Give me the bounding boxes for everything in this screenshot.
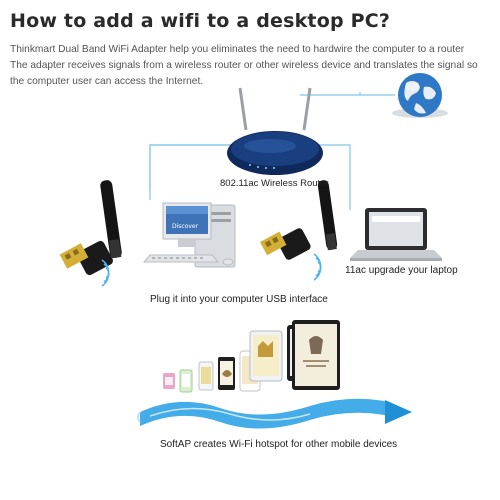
mobile-devices-icon bbox=[163, 320, 340, 393]
description-line-1: Thinkmart Dual Band WiFi Adapter help yo… bbox=[10, 44, 465, 55]
laptop-caption: 11ac upgrade your laptop bbox=[345, 265, 458, 276]
phone-dark-icon bbox=[218, 357, 235, 390]
router-caption: 802.11ac Wireless Router bbox=[220, 178, 329, 189]
smartwatch-icon bbox=[163, 373, 175, 389]
softap-caption: SoftAP creates Wi-Fi hotspot for other m… bbox=[160, 439, 398, 450]
line-router-to-pc bbox=[149, 144, 240, 200]
description-line-3: the computer user can access the Interne… bbox=[10, 76, 204, 87]
wifi-signal-left-icon bbox=[101, 259, 110, 287]
desktop-pc-icon: Discover bbox=[142, 202, 236, 268]
tablet-large-icon bbox=[292, 320, 340, 390]
globe-icon bbox=[392, 73, 448, 118]
page-title: How to add a wifi to a desktop PC? bbox=[10, 10, 391, 32]
usb-adapter-right-icon bbox=[260, 180, 338, 260]
line-router-to-laptop bbox=[310, 144, 351, 210]
router-icon bbox=[227, 87, 323, 175]
tablet-small-icon bbox=[249, 330, 283, 382]
usb-caption: Plug it into your computer USB interface bbox=[150, 294, 328, 305]
usb-adapter-left-icon bbox=[59, 180, 122, 276]
wave-arrow-icon bbox=[137, 398, 412, 429]
connection-lines bbox=[149, 92, 395, 210]
svg-text:Discover: Discover bbox=[172, 223, 199, 230]
wifi-signal-right-icon bbox=[313, 253, 322, 281]
laptop-icon bbox=[350, 208, 442, 261]
phone-white-icon bbox=[198, 361, 214, 391]
description: Thinkmart Dual Band WiFi Adapter help yo… bbox=[10, 42, 494, 90]
description-line-2: The adapter receives signals from a wire… bbox=[10, 60, 478, 71]
small-phone-icon bbox=[179, 369, 193, 393]
